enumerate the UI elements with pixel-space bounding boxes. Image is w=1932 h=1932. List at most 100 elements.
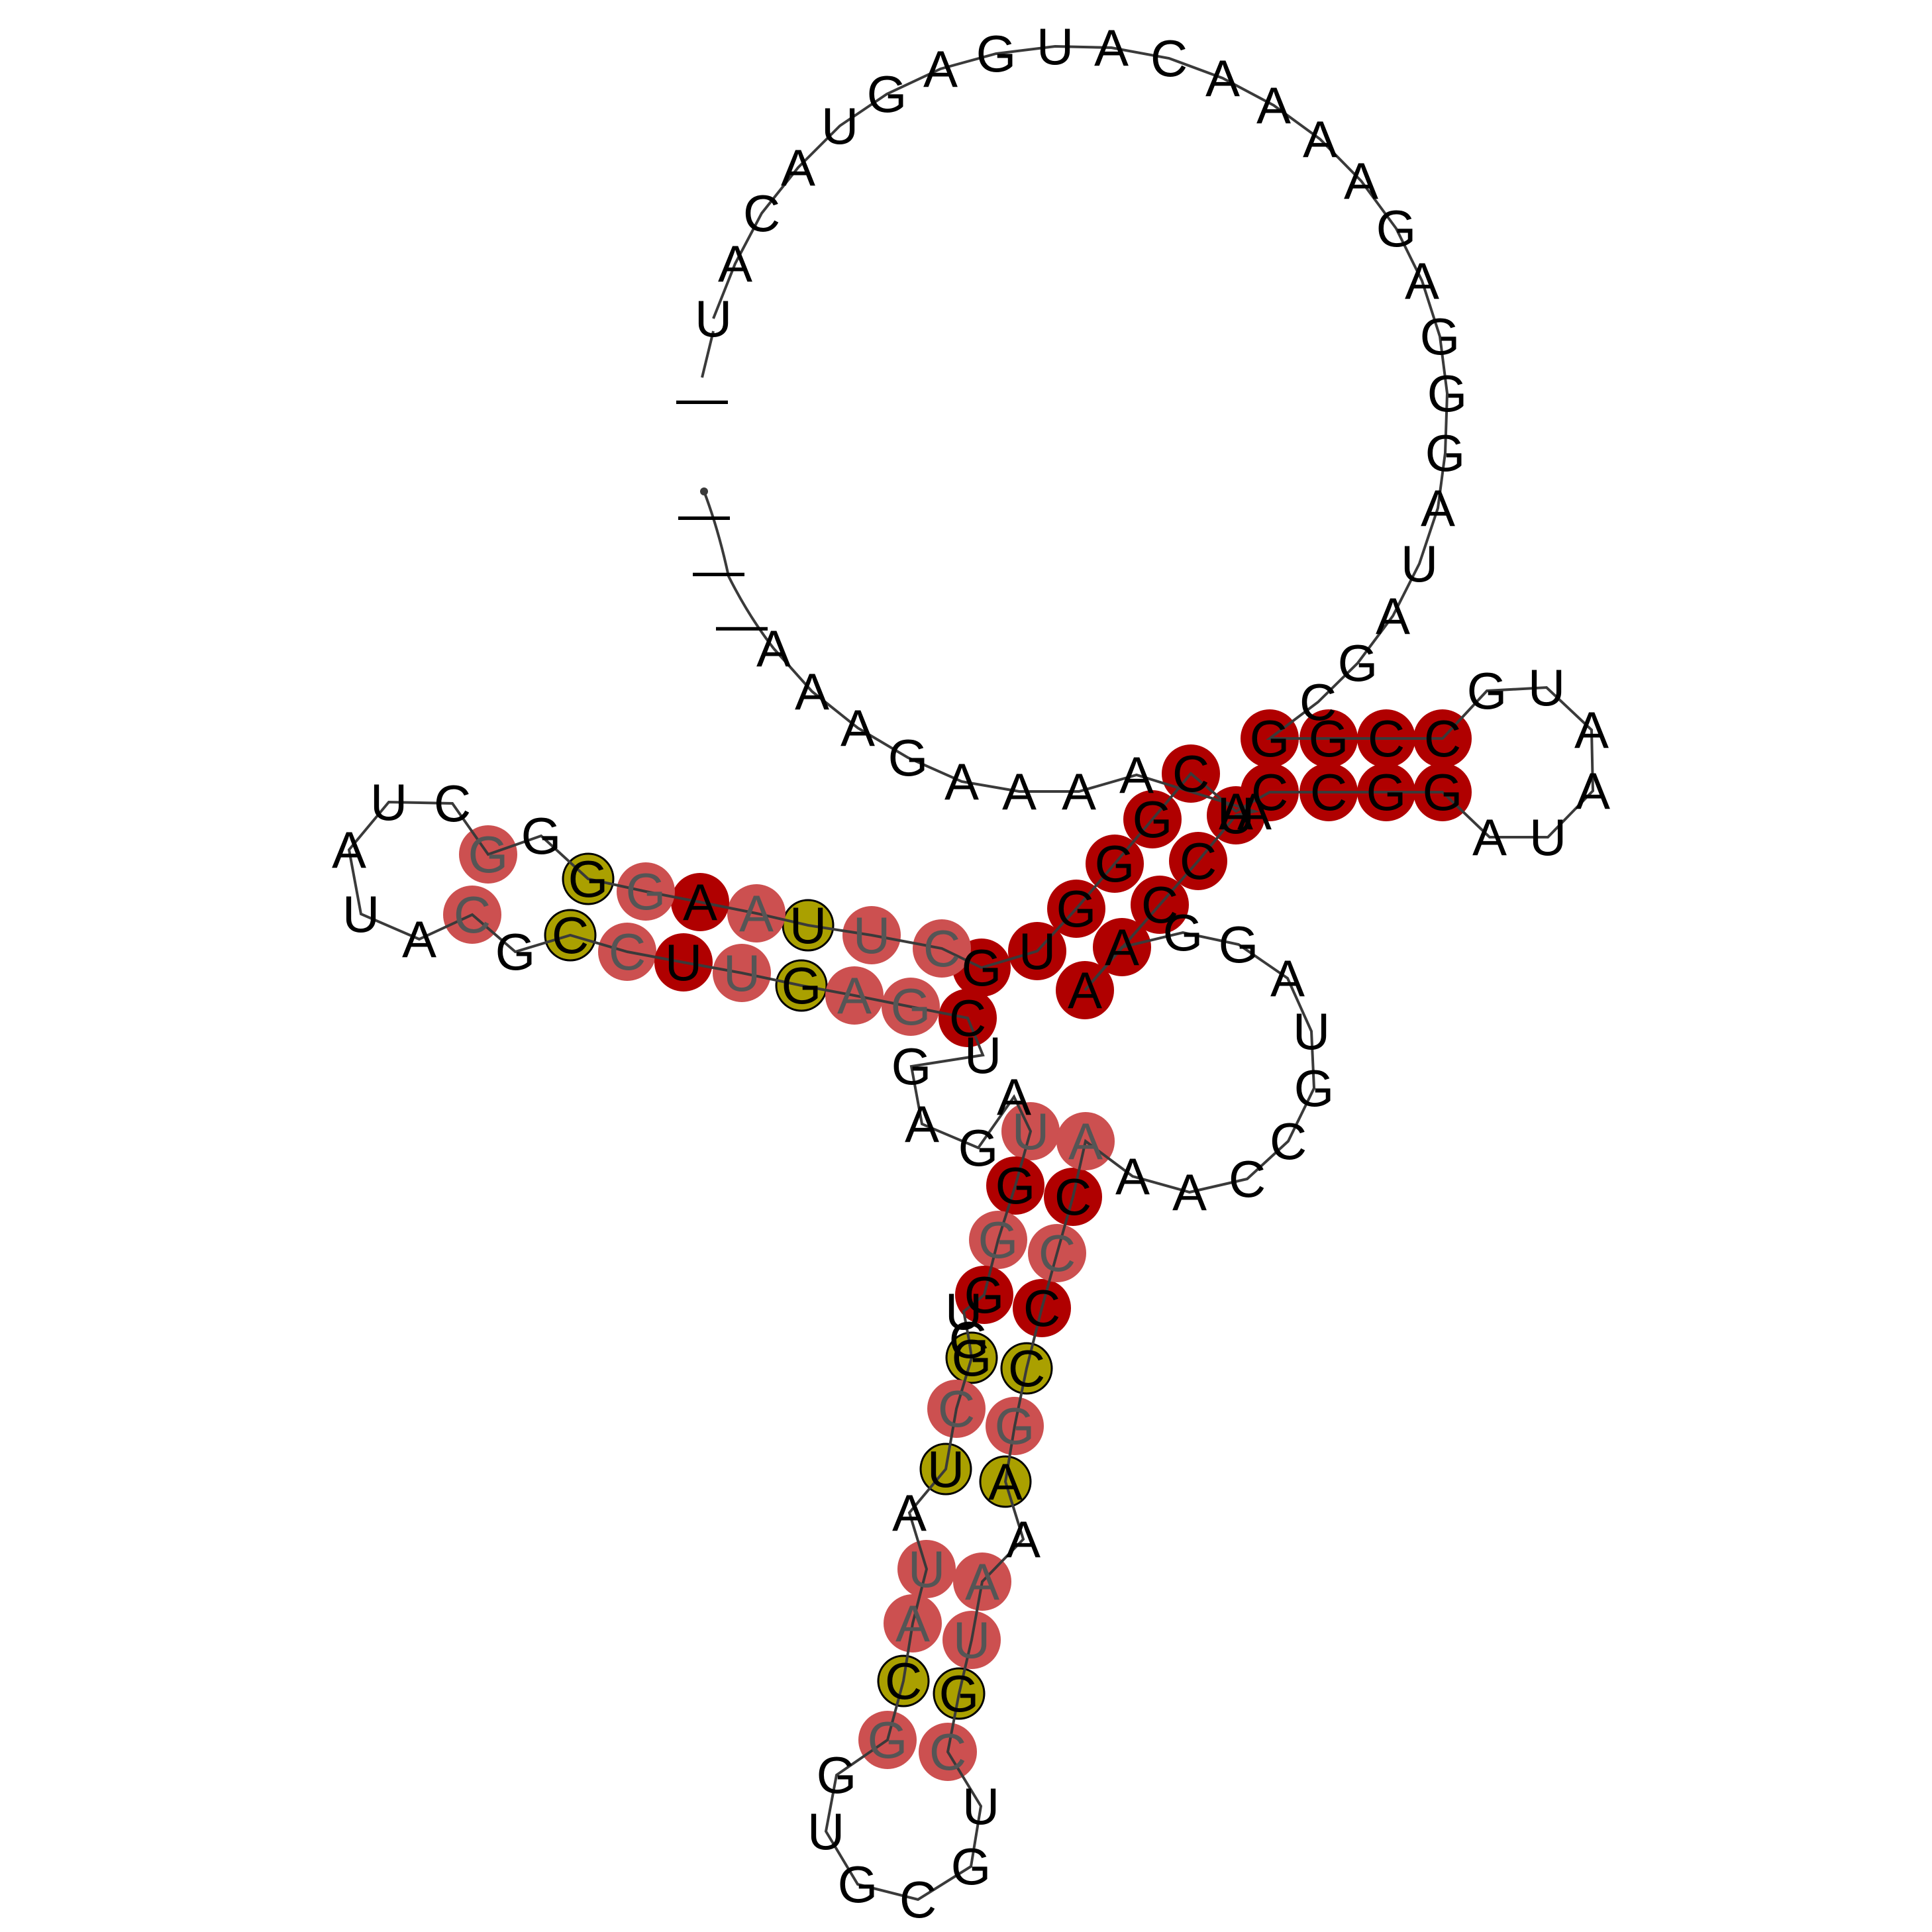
nucleotide-a: A (1421, 479, 1455, 537)
nucleotide-c: C (885, 1652, 922, 1710)
gap-mark: — (693, 540, 744, 599)
nucleotide-a: A (1205, 49, 1240, 107)
backbone-5prime-tail (701, 330, 715, 378)
gap-mark: — (716, 595, 768, 653)
nucleotide-a: A (840, 699, 875, 757)
nucleotide-u: U (789, 896, 827, 954)
nucleotide-u: U (370, 773, 407, 831)
nucleotide-c: C (1141, 876, 1178, 934)
nucleotide-a: A (402, 910, 436, 968)
nucleotide-c: C (1299, 673, 1337, 731)
nucleotide-a: A (944, 752, 979, 811)
nucleotide-u: U (962, 1777, 999, 1835)
nucleotide-a: A (988, 1452, 1023, 1511)
nucleotide-g: G (1366, 763, 1407, 821)
gap-marks: — — — — (676, 368, 768, 653)
nucleotide-c: C (1039, 1224, 1076, 1282)
nucleotide-g: G (1219, 915, 1259, 974)
nucleotide-a: A (923, 40, 958, 98)
nucleotide-c: C (1054, 1168, 1092, 1226)
nucleotide-c: C (1270, 1112, 1307, 1170)
nucleotide-a: A (1576, 762, 1610, 820)
nucleotide-a: A (1376, 587, 1410, 645)
nucleotide-a: A (1574, 701, 1609, 759)
nucleotide-g: G (978, 1211, 1019, 1269)
nucleotide-u: U (927, 1440, 964, 1498)
nucleotide-c: C (899, 1870, 937, 1929)
nucleotide-a: A (905, 1095, 939, 1153)
nucleotide-u: U (723, 944, 760, 1002)
nucleotide-a: A (997, 1068, 1031, 1126)
nucleotide-u: U (1012, 1102, 1049, 1160)
nucleotide-g: G (1056, 880, 1097, 938)
nucleotide-a: A (683, 873, 717, 931)
nucleotide-a: A (1006, 1510, 1041, 1568)
nucleotide-g: G (964, 1266, 1005, 1324)
nucleotide-a: A (718, 234, 752, 293)
nucleotide-u: U (908, 1540, 945, 1598)
nucleotide-a: A (332, 821, 366, 879)
backbone-3prime-tail (703, 491, 775, 650)
nucleotide-g: G (952, 1329, 992, 1387)
nucleotide-g: G (891, 1037, 932, 1095)
nucleotide-c: C (923, 919, 960, 978)
nucleotide-g: G (1163, 903, 1203, 962)
nucleotide-g: G (838, 1855, 878, 1913)
gap-mark: — (676, 368, 728, 427)
nucleotide-u: U (853, 906, 890, 964)
nucleotide-a: A (739, 884, 774, 942)
nucleotide-g: G (521, 807, 562, 865)
nucleotide-a: A (1344, 152, 1378, 210)
nucleotide-c: C (1368, 709, 1405, 768)
nucleotide-g: G (939, 1664, 980, 1723)
nucleotide-u: U (821, 97, 858, 155)
nucleotide-g: G (951, 1837, 991, 1896)
nucleotide-a: A (1115, 1147, 1150, 1205)
nucleotide-g: G (1467, 662, 1507, 720)
nucleotide-g: G (1427, 364, 1468, 423)
nucleotide-a: A (1237, 782, 1272, 840)
nucleotide-g: G (995, 1156, 1036, 1215)
nucleotide-g: G (782, 956, 822, 1015)
nucleotide-a: A (1172, 1163, 1207, 1221)
nucleotide-a: A (892, 1484, 927, 1542)
rna-backbone (347, 44, 1595, 1902)
nucleotide-g: G (1423, 763, 1463, 821)
nucleotide-u: U (807, 1802, 844, 1860)
nucleotide-g: G (888, 729, 929, 787)
nucleotide-c: C (1229, 1150, 1266, 1208)
nucleotide-a: A (1062, 762, 1096, 821)
nucleotide-g: G (495, 923, 536, 981)
nucleotide-u: U (1529, 808, 1566, 866)
nucleotide-a: A (795, 662, 829, 721)
nucleotide-g: G (1095, 835, 1135, 893)
nucleotide-a: A (1303, 110, 1337, 168)
nucleotide-g: G (817, 1746, 857, 1804)
nucleotide-a: A (1405, 252, 1439, 310)
nucleotide-a: A (1119, 746, 1154, 804)
nucleotide-a: A (837, 966, 872, 1025)
nucleotide-a: A (1105, 918, 1139, 976)
nucleotide-g: G (976, 25, 1017, 83)
nucleotide-u: U (1217, 786, 1254, 844)
nucleotide-c: C (1172, 744, 1209, 803)
nucleotide-u: U (1401, 534, 1438, 593)
nucleotide-u: U (1037, 17, 1074, 76)
nucleotide-g: G (468, 825, 509, 884)
nucleotide-g: G (1250, 709, 1290, 768)
nucleotide-a: A (756, 619, 791, 678)
nucleotide-a: A (1068, 961, 1102, 1019)
nucleotide-u: U (945, 1282, 982, 1341)
nucleotide-g: G (995, 1397, 1035, 1455)
nucleotide-u: U (1528, 658, 1565, 717)
nucleotide-g: G (891, 978, 931, 1036)
nucleotide-c: C (552, 906, 589, 964)
nucleotide-u: U (1293, 1002, 1330, 1060)
nucleotide-c: C (949, 989, 986, 1047)
nucleotide-c: C (938, 1380, 975, 1438)
nucleotide-u: U (953, 1611, 990, 1669)
nucleotide-g: G (1425, 424, 1466, 482)
nucleotide-u: U (665, 933, 702, 991)
